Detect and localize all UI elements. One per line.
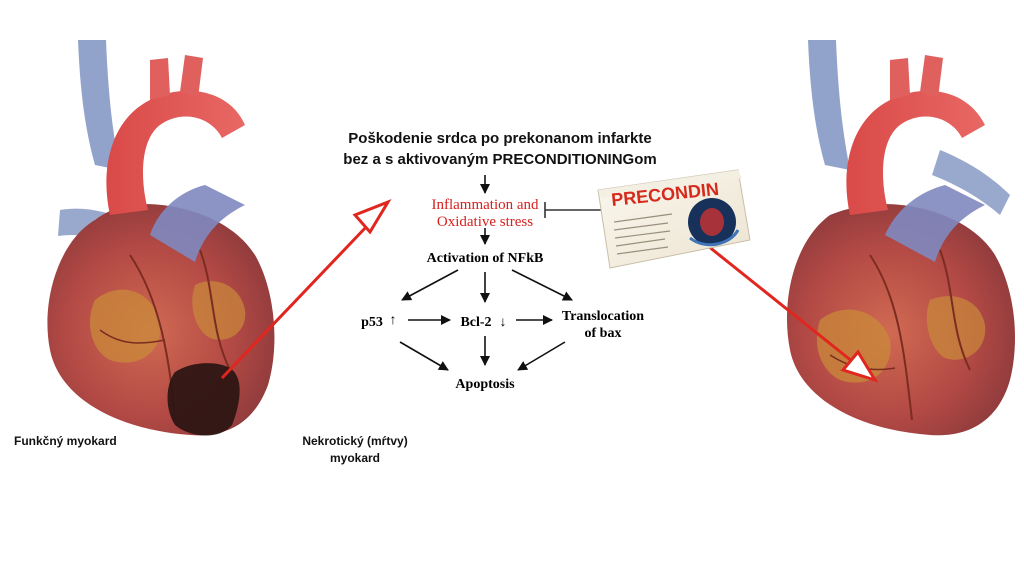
inhibition-line — [544, 202, 605, 218]
red-arrow-left — [220, 198, 392, 380]
p53-label: p53 — [361, 315, 383, 330]
caption-necrotic-myocardium: Nekrotický (mŕtvy) myokard — [285, 433, 425, 467]
product-text-lines — [613, 213, 673, 255]
apoptosis-label: Apoptosis — [455, 377, 515, 392]
translocation-label-line2: of bax — [585, 326, 622, 341]
bcl2-label: Bcl-2 — [460, 315, 491, 330]
right-heart-illustration — [786, 40, 1015, 436]
caption-necrotic-line-1: Nekrotický (mŕtvy) — [302, 434, 408, 448]
translocation-label-line1: Translocation — [562, 309, 644, 324]
pathway-arrows — [399, 175, 573, 371]
caption-necrotic-line-2: myokard — [329, 451, 381, 465]
inflammation-label-line1: Inflammation and — [431, 197, 539, 213]
diagram-title: Poškodenie srdca po prekonanom infarkte … — [300, 128, 700, 170]
nfkb-label: Activation of NFkB — [427, 251, 544, 266]
inflammation-label-line2: Oxidative stress — [437, 214, 533, 230]
caption-functional-myocardium: Funkčný myokard — [14, 434, 117, 448]
precondin-product-box: PRECONDIN — [597, 169, 751, 269]
red-arrow-right — [707, 244, 879, 383]
p53-up-arrow: ↑ — [390, 313, 397, 328]
title-line-1: Poškodenie srdca po prekonanom infarkte — [348, 130, 652, 147]
left-heart-illustration — [47, 40, 275, 436]
bcl2-down-arrow: ↓ — [500, 315, 507, 330]
title-line-2: bez a s aktivovaným PRECONDITIONINGom — [343, 151, 657, 168]
